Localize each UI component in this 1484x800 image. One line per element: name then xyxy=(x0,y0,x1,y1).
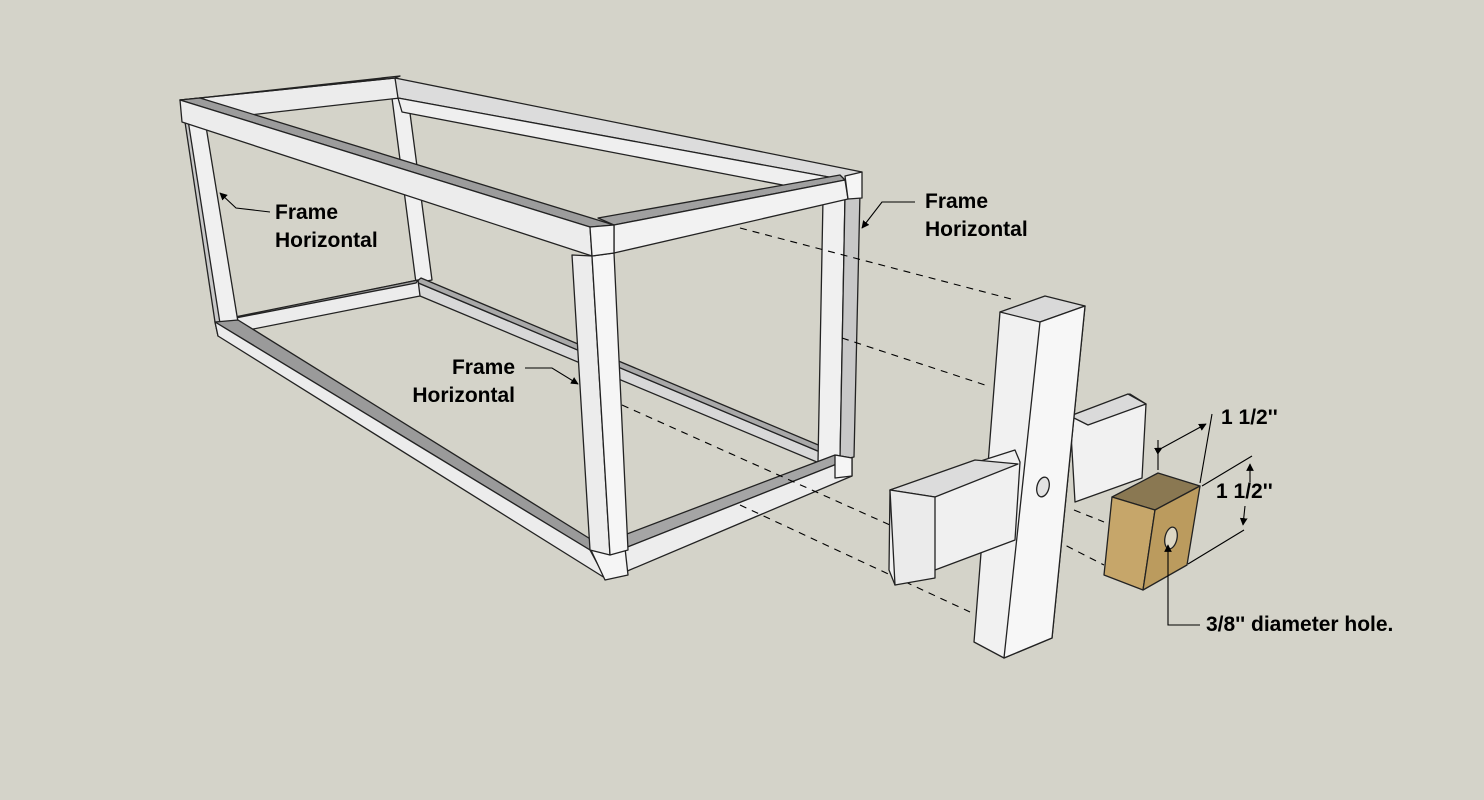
callout-frame-bottom-line1: Frame xyxy=(451,356,515,379)
leader-frame-left xyxy=(219,192,271,213)
dimension-height-label: 1 1/2'' xyxy=(1216,480,1273,503)
hole-label: 3/8'' diameter hole. xyxy=(1206,613,1394,636)
dim-height-bot-tick xyxy=(1239,505,1248,526)
callout-frame-left-line2: Horizontal xyxy=(275,229,378,252)
callout-frame-right-line1: Frame xyxy=(925,190,989,213)
right-bottom-rail xyxy=(589,454,853,549)
post-hole-icon xyxy=(1036,476,1050,498)
frame-box xyxy=(179,75,863,581)
callout-frame-right-line2: Horizontal xyxy=(925,218,1028,241)
callout-frame-left: Frame Horizontal xyxy=(275,199,378,255)
callout-frame-right: Frame Horizontal xyxy=(925,188,1028,244)
spacer-block xyxy=(1103,472,1201,591)
top-right-back-rail xyxy=(394,77,863,181)
dim-ext-4 xyxy=(1187,529,1245,565)
dim-ext-3 xyxy=(1201,455,1253,487)
callout-frame-bottom-line2: Horizontal xyxy=(412,384,515,407)
leader-frame-bottom xyxy=(525,367,579,385)
callout-frame-left-line1: Frame xyxy=(275,201,339,224)
dim-width-line xyxy=(1154,423,1207,455)
cross-joint xyxy=(888,295,1147,659)
leader-hole xyxy=(1164,544,1200,626)
callout-frame-bottom: Frame Horizontal xyxy=(400,354,515,410)
leader-frame-right xyxy=(861,201,915,229)
dimension-width-label: 1 1/2'' xyxy=(1221,406,1278,429)
